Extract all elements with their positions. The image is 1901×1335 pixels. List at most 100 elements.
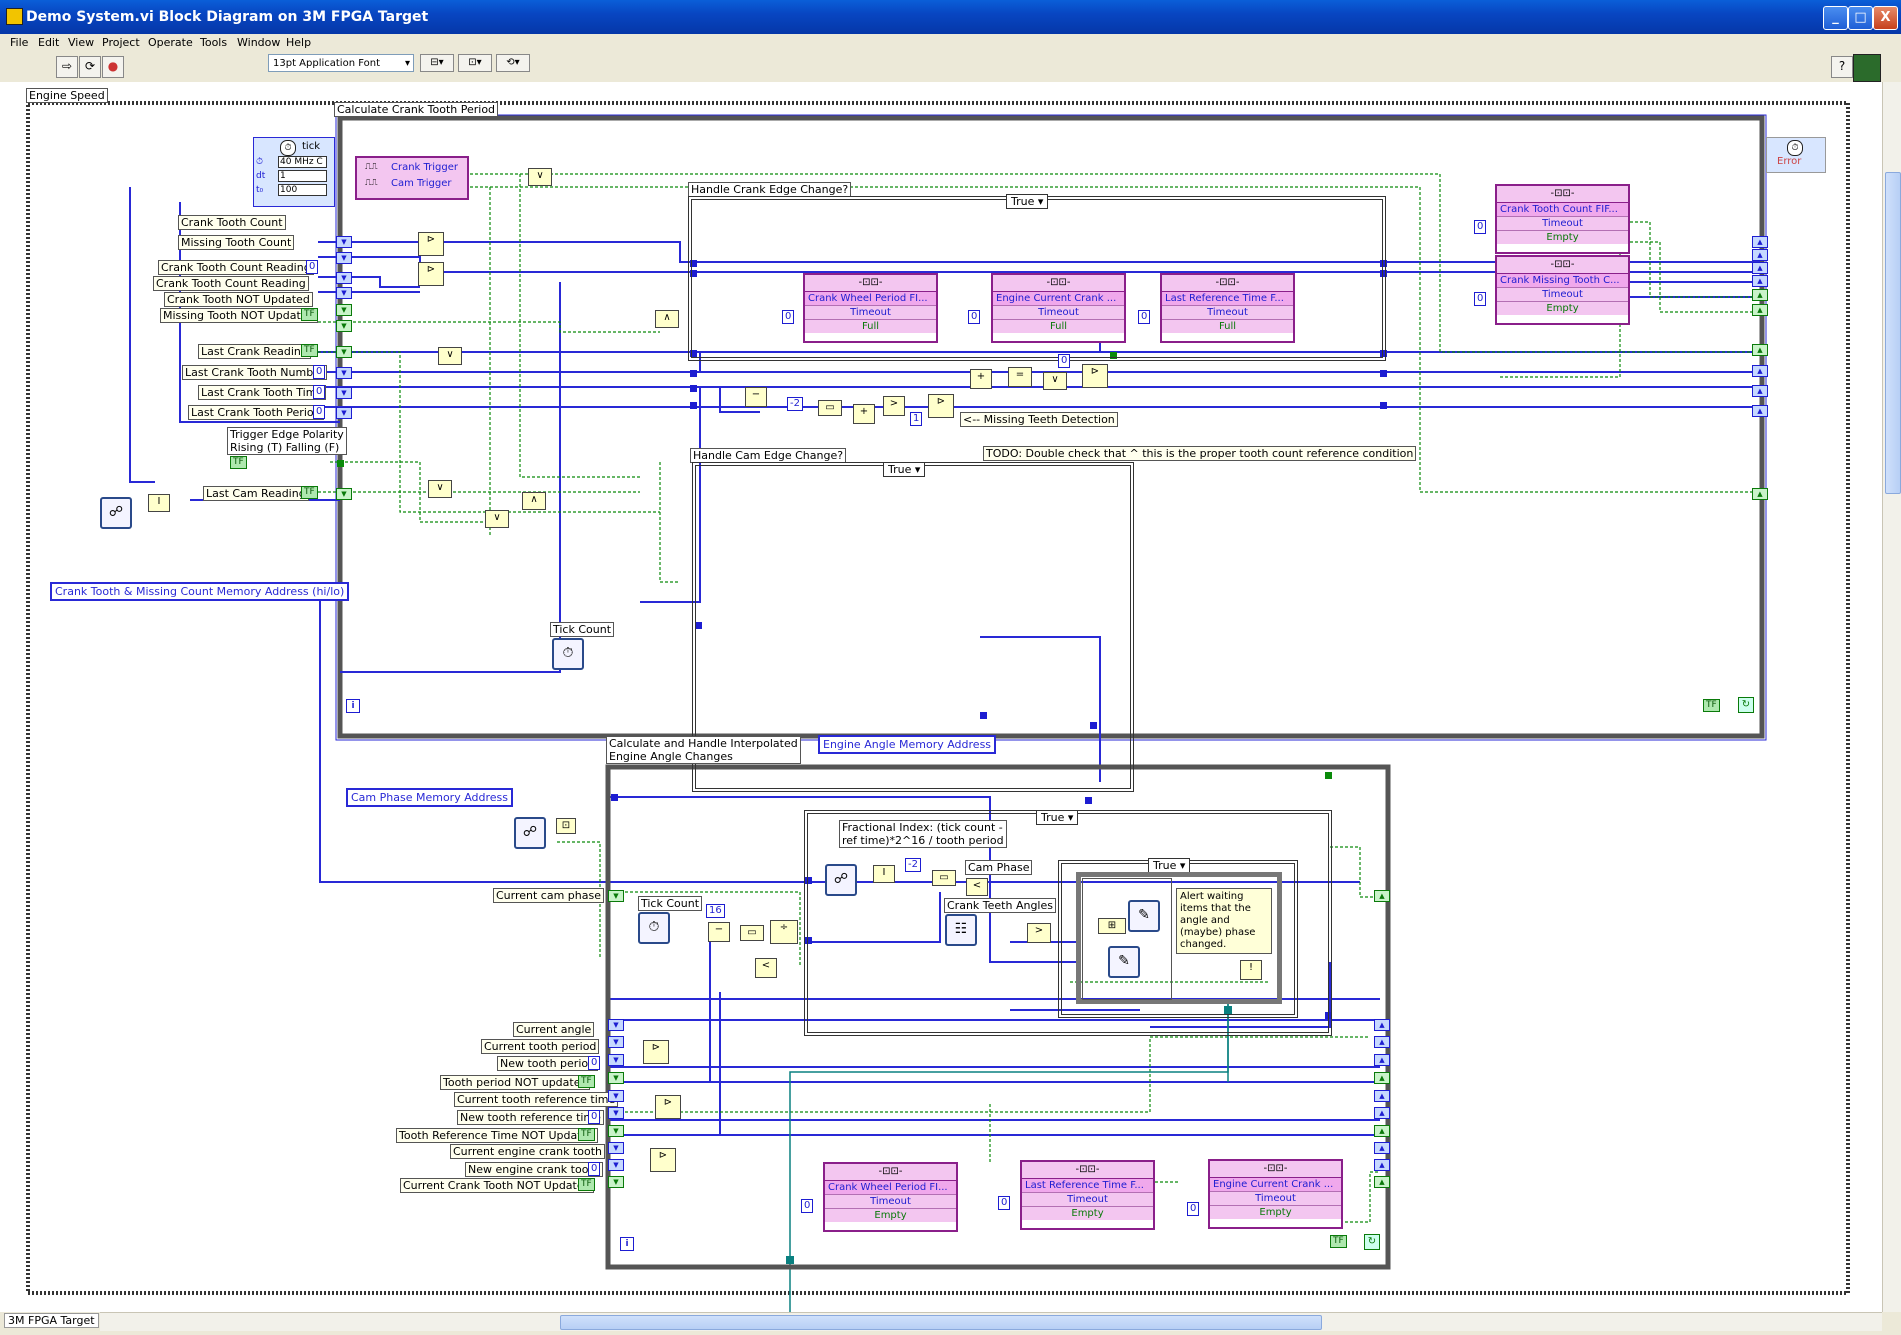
engine-angle-mem-address[interactable]: Engine Angle Memory Address — [818, 735, 997, 754]
or-gate[interactable]: ∨ — [1043, 372, 1067, 390]
equal-node[interactable]: = — [1008, 367, 1032, 387]
font-select[interactable]: 13pt Application Font▾ — [268, 54, 414, 72]
build-array-node[interactable]: ⊞ — [1098, 918, 1126, 934]
zero-constant[interactable]: 0 — [1474, 292, 1487, 306]
subtract-node[interactable]: − — [745, 387, 767, 407]
menu-tools[interactable]: Tools — [200, 36, 228, 49]
tf-constant[interactable]: TF — [1703, 699, 1720, 712]
run-continuously-icon[interactable]: ⟳ — [79, 56, 101, 78]
memory-read-icon[interactable]: ☍ — [100, 497, 132, 529]
minimize-button[interactable]: _ — [1823, 6, 1848, 30]
case4-selector[interactable]: True ▾ — [1148, 858, 1191, 873]
select-node[interactable]: ⊳ — [643, 1040, 669, 1064]
zero-constant[interactable]: 0 — [1138, 310, 1151, 324]
tf-constant[interactable]: TF — [230, 456, 247, 469]
fifo-crank-wheel-period[interactable]: -⊡⊡- Crank Wheel Period FI... Timeout Fu… — [803, 273, 938, 343]
menu-operate[interactable]: Operate — [148, 36, 193, 49]
block-diagram-canvas[interactable]: Engine Speed Calculate Crank Tooth Perio… — [0, 82, 1882, 1312]
vertical-scroll-thumb[interactable] — [1885, 172, 1901, 494]
sixteen-constant[interactable]: 16 — [706, 904, 725, 918]
menu-edit[interactable]: Edit — [38, 36, 60, 49]
xor-gate[interactable]: ∨ — [438, 347, 462, 365]
add-node[interactable]: + — [853, 404, 875, 424]
index-node[interactable]: I — [148, 494, 170, 512]
zero-constant[interactable]: 0 — [306, 260, 319, 274]
zero-constant[interactable]: 0 — [588, 1056, 601, 1070]
zero-constant[interactable]: 0 — [801, 1199, 814, 1213]
zero-constant[interactable]: 0 — [313, 405, 326, 419]
xor-gate[interactable]: ∨ — [528, 168, 552, 186]
zero-constant[interactable]: 0 — [313, 385, 326, 399]
trigger-io-node[interactable]: Crank Trigger Cam Trigger ⎍⎍ ⎍⎍ — [355, 156, 469, 200]
less-node[interactable]: < — [755, 958, 777, 978]
menu-project[interactable]: Project — [102, 36, 140, 49]
fifo-crank-missing-tooth[interactable]: -⊡⊡- Crank Missing Tooth C... Timeout Em… — [1495, 255, 1630, 325]
and-gate[interactable]: ∧ — [655, 310, 679, 328]
zero-constant[interactable]: 0 — [1058, 354, 1071, 368]
zero-constant[interactable]: 0 — [313, 365, 326, 379]
tf-constant[interactable]: TF — [578, 1075, 595, 1088]
lookup-table-icon[interactable]: ☷ — [945, 914, 977, 946]
fifo-last-reference-time-read[interactable]: -⊡⊡- Last Reference Time F... Timeout Em… — [1020, 1160, 1155, 1230]
convert-node[interactable]: ▭ — [932, 870, 956, 886]
zero-constant[interactable]: 0 — [998, 1196, 1011, 1210]
abort-icon[interactable]: ● — [102, 56, 124, 78]
tf-constant[interactable]: TF — [301, 344, 318, 357]
cam-phase-mem-address[interactable]: Cam Phase Memory Address — [346, 788, 514, 807]
horizontal-scroll-thumb[interactable] — [560, 1315, 1322, 1330]
error-terminal[interactable]: ⏱ Error — [1766, 137, 1826, 173]
neg2-constant[interactable]: -2 — [905, 858, 921, 872]
select-node[interactable]: ⊳ — [418, 262, 444, 286]
convert-node[interactable]: ▭ — [740, 925, 764, 941]
memory-read-icon[interactable]: ☍ — [825, 864, 857, 896]
select-node[interactable]: ⊳ — [928, 394, 954, 418]
zero-constant[interactable]: 0 — [782, 310, 795, 324]
menu-window[interactable]: Window — [237, 36, 281, 49]
tf-constant[interactable]: TF — [301, 486, 318, 499]
tf-constant[interactable]: TF — [301, 308, 318, 321]
run-icon[interactable]: ⇨ — [56, 56, 78, 78]
horizontal-scrollbar[interactable] — [100, 1312, 1882, 1331]
one-constant[interactable]: 1 — [910, 412, 923, 426]
less-node[interactable]: < — [966, 878, 988, 896]
zero-constant[interactable]: 0 — [968, 310, 981, 324]
tf-constant[interactable]: TF — [578, 1178, 595, 1191]
tick-count-icon[interactable]: ⏱ — [552, 638, 584, 670]
zero-constant[interactable]: 0 — [588, 1110, 601, 1124]
menu-help[interactable]: Help — [286, 36, 312, 49]
reorder-button[interactable]: ⟲▾ — [496, 54, 530, 72]
greater-node[interactable]: > — [1027, 923, 1051, 943]
add-node[interactable]: + — [970, 369, 992, 389]
tick-count-icon[interactable]: ⏱ — [638, 912, 670, 944]
fifo-crank-tooth-count[interactable]: -⊡⊡- Crank Tooth Count FIF... Timeout Em… — [1495, 184, 1630, 254]
case1-selector[interactable]: True ▾ — [1006, 194, 1049, 209]
fifo-engine-current-crank[interactable]: -⊡⊡- Engine Current Crank ... Timeout Fu… — [991, 273, 1126, 343]
zero-constant[interactable]: 0 — [1474, 220, 1487, 234]
scale-node[interactable]: ÷ — [770, 920, 798, 944]
tf-constant[interactable]: TF — [578, 1128, 595, 1141]
case3-selector[interactable]: True ▾ — [1036, 810, 1079, 825]
xor-gate[interactable]: ∨ — [485, 510, 509, 528]
index-node[interactable]: I — [873, 865, 895, 883]
zero-constant[interactable]: 0 — [588, 1162, 601, 1176]
neg2-constant[interactable]: -2 — [787, 397, 803, 411]
help-icon[interactable]: ? — [1831, 56, 1853, 78]
menu-view[interactable]: View — [68, 36, 95, 49]
crank-tooth-missing-count-mem-address[interactable]: Crank Tooth & Missing Count Memory Addre… — [50, 582, 350, 601]
timed-loop-config[interactable]: ⏱ tick ⏱ 40 MHz C dt 1 t₀ 100 — [253, 137, 335, 207]
tf-constant[interactable]: TF — [1330, 1235, 1347, 1248]
fifo-engine-current-crank-read[interactable]: -⊡⊡- Engine Current Crank ... Timeout Em… — [1208, 1159, 1343, 1229]
memory-read-icon[interactable]: ☍ — [514, 817, 546, 849]
fifo-last-reference-time[interactable]: -⊡⊡- Last Reference Time F... Timeout Fu… — [1160, 273, 1295, 343]
loop-condition-icon[interactable]: ↻ — [1364, 1234, 1380, 1250]
fifo-crank-wheel-period-read[interactable]: -⊡⊡- Crank Wheel Period FI... Timeout Em… — [823, 1162, 958, 1232]
convert-node[interactable]: ⊡ — [556, 818, 576, 834]
select-node[interactable]: ⊳ — [1082, 364, 1108, 388]
memory-write-icon[interactable]: ✎ — [1108, 946, 1140, 978]
zero-constant[interactable]: 0 — [1187, 1202, 1200, 1216]
maximize-button[interactable]: □ — [1848, 6, 1873, 30]
convert-node[interactable]: ▭ — [818, 400, 842, 416]
select-node[interactable]: ⊳ — [650, 1148, 676, 1172]
memory-write-icon[interactable]: ✎ — [1128, 900, 1160, 932]
select-node[interactable]: ⊳ — [418, 232, 444, 256]
